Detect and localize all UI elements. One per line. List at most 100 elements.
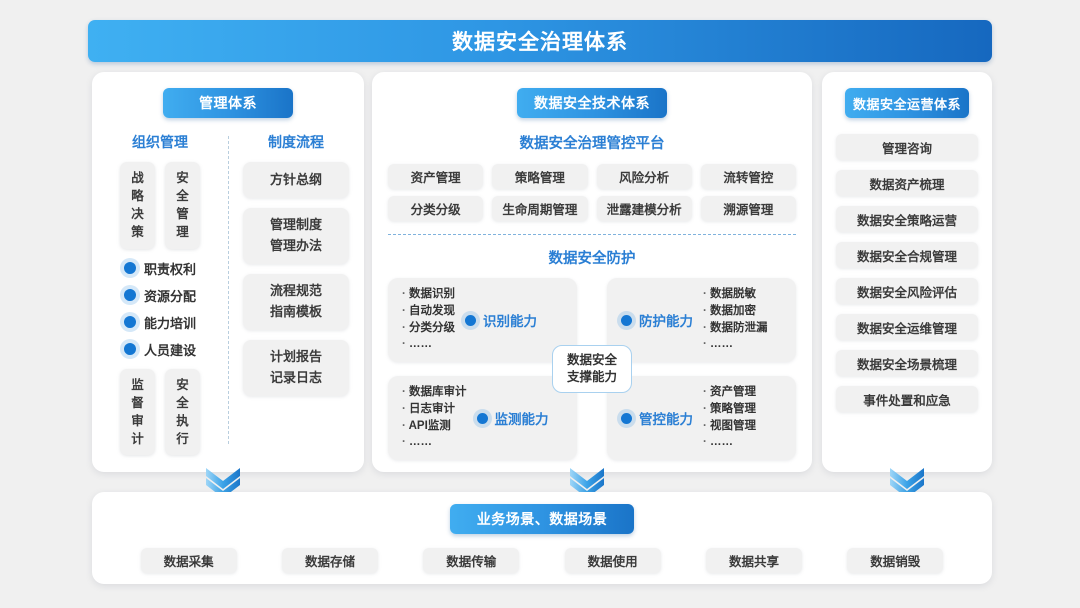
process-box-line: 记录日志: [269, 370, 322, 385]
list-item-label: 职责权利: [143, 261, 196, 277]
quadrant-identify[interactable]: 数据识别 自动发现 分类分级 …… 识别能力: [388, 278, 577, 362]
operation-item[interactable]: 数据安全运维管理: [836, 314, 978, 340]
scenario-panel: 业务场景、数据场景 数据采集 数据存储 数据传输 数据使用 数据共享 数据销毁: [92, 492, 992, 584]
bullet-dot-icon: [123, 343, 136, 355]
core-capability-line: 支撑能力: [566, 370, 617, 384]
quadrant-item-list: 数据库审计 日志审计 API监测 ……: [402, 385, 467, 450]
scenario-tag[interactable]: 数据销毁: [847, 548, 944, 573]
org-bottom-boxes: 监 督 审 计 安 全 执 行: [120, 368, 200, 455]
operation-item[interactable]: 数据资产梳理: [836, 170, 978, 196]
list-item[interactable]: 能力培训: [123, 313, 196, 332]
list-item-label: 人员建设: [143, 342, 196, 358]
bottom-panel-header: 业务场景、数据场景: [92, 492, 992, 534]
bullet-dot-icon: [123, 316, 136, 328]
protection-quadrants: 数据识别 自动发现 分类分级 …… 识别能力 防护能力: [372, 278, 812, 460]
process-box-line: 计划报告: [269, 349, 322, 365]
list-item[interactable]: 资源分配: [123, 286, 196, 305]
quadrant-item: 分类分级: [402, 321, 455, 337]
quadrant-item: 策略管理: [703, 402, 756, 418]
process-box-line: 管理制度: [269, 217, 322, 233]
char: 审: [131, 413, 144, 428]
list-item-label: 能力培训: [143, 315, 196, 331]
quadrant-item-list: 资产管理 策略管理 视图管理 ……: [703, 385, 756, 450]
platform-tag[interactable]: 资产管理: [388, 164, 484, 189]
quadrant-item: ……: [402, 337, 455, 353]
operation-item[interactable]: 管理咨询: [836, 134, 978, 160]
quadrant-item: 日志审计: [402, 402, 467, 418]
process-box-line: 管理办法: [269, 238, 322, 253]
char: 计: [131, 431, 144, 446]
process-box[interactable]: 管理制度 管理办法: [243, 208, 349, 264]
capability-text: 管控能力: [639, 412, 693, 427]
quadrant-item: 数据脱敏: [703, 287, 768, 303]
platform-tag-grid: 资产管理 策略管理 风险分析 流转管控 分类分级 生命周期管理 泄露建模分析 溯…: [372, 164, 812, 221]
char: 决: [131, 207, 144, 222]
scenario-tag[interactable]: 数据使用: [564, 548, 661, 573]
char: 管: [176, 207, 189, 222]
vertical-box[interactable]: 安 全 管 理: [165, 162, 200, 249]
operation-item[interactable]: 数据安全策略运营: [836, 206, 978, 232]
management-system-panel: 管理体系 组织管理 战 略 决 策 安 全 管: [92, 72, 364, 472]
quadrant-monitor[interactable]: 数据库审计 日志审计 API监测 …… 监测能力: [388, 376, 577, 460]
char: 行: [176, 431, 189, 446]
platform-tag[interactable]: 风险分析: [596, 164, 692, 189]
process-system-column: 制度流程 方针总纲 管理制度 管理办法 流程规范 指南模板 计划报告 记录日志: [228, 132, 364, 450]
quadrant-item: ……: [703, 337, 768, 353]
process-box[interactable]: 计划报告 记录日志: [243, 340, 349, 396]
list-item[interactable]: 人员建设: [123, 340, 196, 359]
left-panel-header: 管理体系: [92, 72, 364, 118]
operation-item[interactable]: 数据安全合规管理: [836, 242, 978, 268]
platform-tag[interactable]: 溯源管理: [700, 196, 796, 221]
process-box-line: 指南模板: [269, 304, 322, 319]
process-box-line: 流程规范: [269, 283, 322, 299]
quadrant-item: 视图管理: [703, 419, 756, 435]
vertical-box[interactable]: 战 略 决 策: [120, 162, 155, 249]
quadrant-item: ……: [402, 435, 467, 451]
org-top-boxes: 战 略 决 策 安 全 管 理: [120, 162, 200, 249]
capability-text: 识别能力: [483, 314, 538, 329]
process-box[interactable]: 流程规范 指南模板: [243, 274, 349, 330]
process-box-line: 方针总纲: [269, 171, 322, 187]
process-box[interactable]: 方针总纲: [243, 162, 349, 198]
capability-label-control: 管控能力: [621, 408, 693, 428]
technical-system-badge: 数据安全技术体系: [517, 88, 667, 118]
char: 策: [131, 225, 144, 240]
scenario-tag[interactable]: 数据采集: [140, 548, 237, 573]
platform-tag[interactable]: 分类分级: [388, 196, 484, 221]
platform-tag[interactable]: 生命周期管理: [492, 196, 588, 221]
operation-item[interactable]: 事件处置和应急: [836, 386, 978, 412]
scenario-tag[interactable]: 数据共享: [705, 548, 802, 573]
quadrant-item: ……: [703, 435, 756, 451]
diagram-title-bar: 数据安全治理体系: [88, 20, 992, 62]
operation-item[interactable]: 数据安全风险评估: [836, 278, 978, 304]
operation-system-panel: 数据安全运营体系 管理咨询 数据资产梳理 数据安全策略运营 数据安全合规管理 数…: [822, 72, 992, 472]
char: 督: [131, 395, 144, 410]
org-management-column: 组织管理 战 略 决 策 安 全 管 理: [92, 132, 228, 455]
operation-system-badge: 数据安全运营体系: [845, 88, 969, 118]
vertical-box[interactable]: 监 督 审 计: [120, 368, 155, 455]
org-bullet-list: 职责权利 资源分配 能力培训 人员建设: [123, 259, 196, 359]
quadrant-control[interactable]: 管控能力 资产管理 策略管理 视图管理 ……: [607, 376, 796, 460]
bullet-dot-icon: [621, 412, 632, 424]
list-item[interactable]: 职责权利: [123, 259, 196, 278]
quadrant-item-list: 数据识别 自动发现 分类分级 ……: [402, 287, 455, 352]
quadrant-item: 资产管理: [703, 385, 756, 401]
core-capability-box[interactable]: 数据安全 支撑能力: [552, 345, 632, 393]
operation-item[interactable]: 数据安全场景梳理: [836, 350, 978, 376]
scenario-tag[interactable]: 数据传输: [423, 548, 520, 573]
center-panel-header: 数据安全技术体系: [372, 72, 812, 118]
quadrant-item: 数据库审计: [402, 385, 467, 401]
quadrant-protect[interactable]: 防护能力 数据脱敏 数据加密 数据防泄漏 ……: [607, 278, 796, 362]
column-divider: [228, 136, 229, 444]
quadrant-item: API监测: [402, 419, 467, 435]
page-title: 数据安全治理体系: [452, 31, 628, 54]
platform-tag[interactable]: 策略管理: [492, 164, 588, 189]
platform-tag[interactable]: 泄露建模分析: [596, 196, 692, 221]
platform-tag[interactable]: 流转管控: [700, 164, 796, 189]
vertical-box[interactable]: 安 全 执 行: [165, 368, 200, 455]
bullet-dot-icon: [465, 314, 477, 326]
char: 战: [131, 171, 144, 185]
scenario-tag[interactable]: 数据存储: [281, 548, 378, 573]
capability-text: 监测能力: [494, 412, 549, 427]
